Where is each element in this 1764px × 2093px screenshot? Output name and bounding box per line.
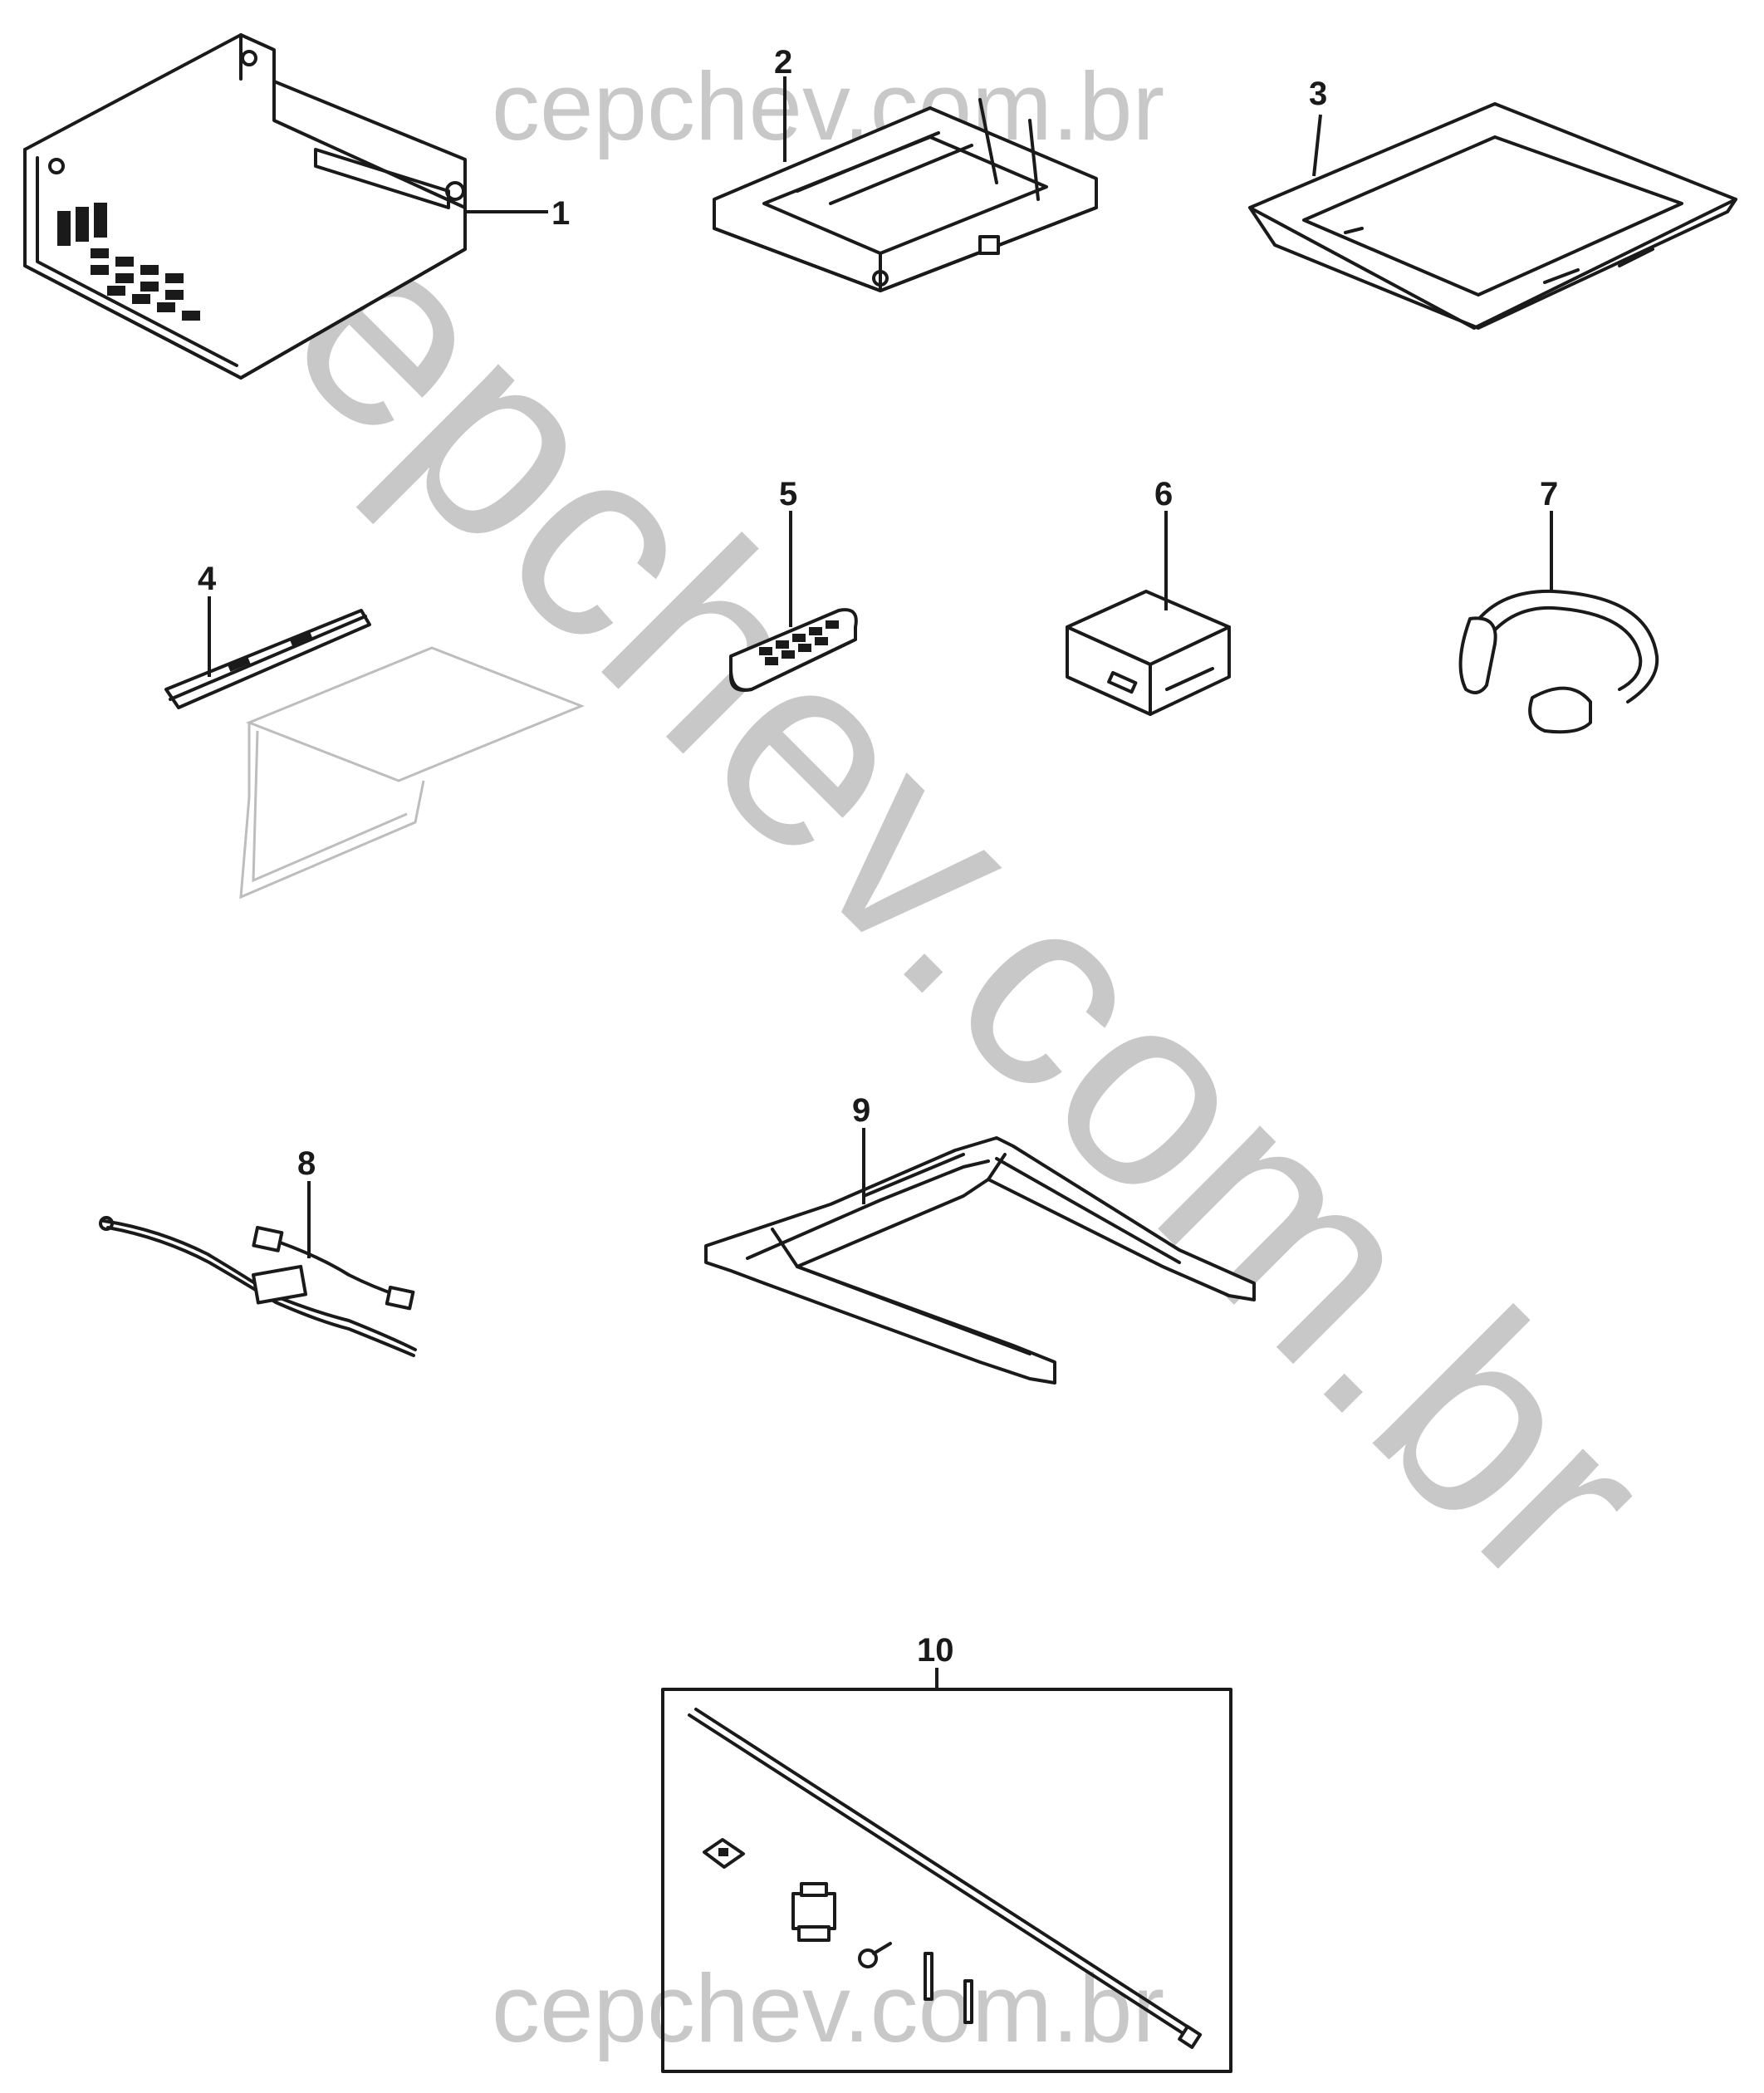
callout-1: 1 (551, 195, 570, 232)
watermark-top: cepchev.com.br (492, 52, 1164, 160)
watermark-bottom: cepchev.com.br (492, 1954, 1164, 2062)
part-3-trim-bezel (1248, 102, 1737, 330)
callout-6: 6 (1154, 476, 1173, 512)
leader-3 (1312, 114, 1322, 177)
part-9-support-bracket (704, 1136, 1256, 1385)
part-2-mounting-frame (713, 98, 1098, 292)
part-10-pin (924, 1952, 973, 2024)
part-5-remote-control (729, 608, 858, 692)
callout-10: 10 (917, 1632, 954, 1669)
callout-2: 2 (774, 44, 792, 81)
part-10-cable-tie (688, 1713, 1193, 2041)
part-10-kit-box (661, 1688, 1232, 2073)
callout-8: 8 (297, 1145, 316, 1182)
part-1-vent-grille (57, 203, 200, 321)
callout-4: 4 (198, 561, 217, 597)
part-10-screw (858, 1942, 892, 1968)
part-10-hardware-kit (688, 1708, 1203, 2049)
part-5-keypad (759, 620, 839, 665)
part-8-wiring-harness (99, 1216, 417, 1357)
callout-7: 7 (1540, 476, 1558, 512)
callout-9: 9 (852, 1092, 870, 1129)
part-7-headphones (1458, 589, 1659, 734)
part-10-nut (791, 1882, 836, 1942)
part-1-console-housing (23, 33, 467, 380)
part-6-control-module (1066, 590, 1231, 716)
callout-5: 5 (779, 476, 797, 512)
callout-3: 3 (1309, 76, 1327, 112)
part-4-hinge-bar (164, 609, 586, 899)
